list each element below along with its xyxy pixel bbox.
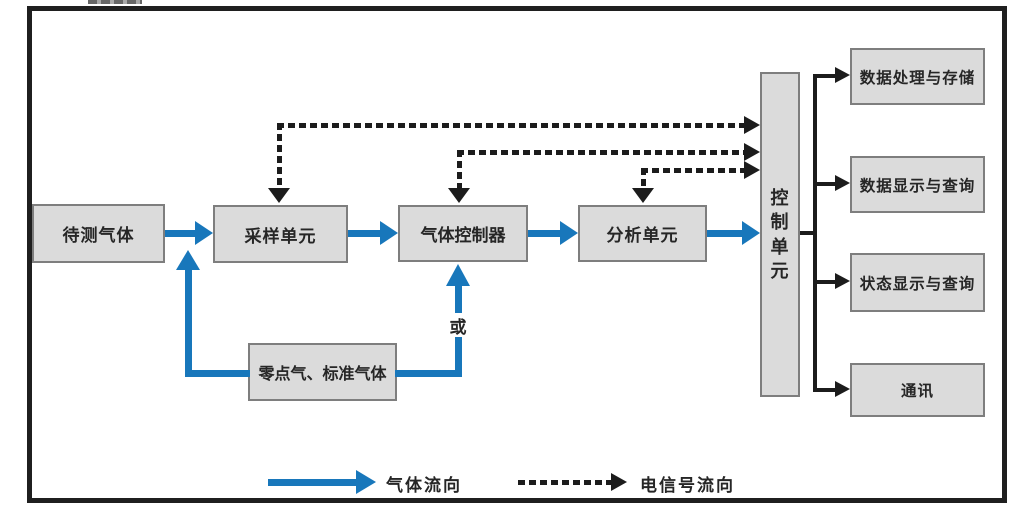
output-branch-3 <box>815 280 836 284</box>
node-gas-controller: 气体控制器 <box>398 205 528 262</box>
node-gas-source-label: 待测气体 <box>62 226 135 245</box>
zero-gas-right-line <box>395 370 462 377</box>
node-data-display: 数据显示与查询 <box>850 156 985 213</box>
node-data-storage: 数据处理与存储 <box>850 48 985 105</box>
node-gas-source: 待测气体 <box>32 204 165 263</box>
node-sampling-unit-label: 采样单元 <box>244 226 317 246</box>
signal-line-3-vertical <box>641 168 646 188</box>
zero-gas-left-riser <box>185 270 192 377</box>
cropped-caption-fragment <box>88 0 142 4</box>
signal-line-2-right-head-icon <box>744 143 760 161</box>
zero-gas-left-head-icon <box>176 250 200 270</box>
signal-line-1-right-head-icon <box>744 116 760 134</box>
node-zero-standard-gas: 零点气、标准气体 <box>248 343 397 401</box>
gas-arrow-1-head-icon <box>195 221 213 245</box>
output-branch-1 <box>815 74 836 78</box>
output-branch-4 <box>815 388 836 392</box>
node-control-unit: 控制单元 <box>760 72 800 397</box>
gas-arrow-4-shaft <box>707 230 743 237</box>
gas-arrow-2-head-icon <box>380 221 398 245</box>
node-data-display-label: 数据显示与查询 <box>859 177 976 195</box>
legend-gas-flow-label: 气体流向 <box>386 476 462 495</box>
zero-gas-right-head-icon <box>446 264 470 286</box>
legend-gas-arrow-shaft <box>268 479 357 486</box>
node-status-display: 状态显示与查询 <box>850 253 985 312</box>
control-output-trunk <box>813 74 817 392</box>
gas-arrow-3-shaft <box>528 230 561 237</box>
zero-gas-right-riser-upper <box>455 286 462 316</box>
node-control-unit-label: 控制单元 <box>770 187 790 281</box>
output-branch-3-head-icon <box>835 273 850 289</box>
node-sampling-unit: 采样单元 <box>213 205 348 263</box>
zero-gas-left-line <box>185 370 250 377</box>
signal-line-2-vertical <box>457 150 462 188</box>
signal-line-1-horizontal <box>277 123 745 128</box>
output-branch-4-head-icon <box>835 381 850 397</box>
gas-arrow-4-head-icon <box>742 221 760 245</box>
or-label-text: 或 <box>449 317 467 337</box>
control-output-stub <box>800 231 815 235</box>
node-zero-standard-gas-label: 零点气、标准气体 <box>258 366 387 383</box>
node-communication: 通讯 <box>850 363 985 417</box>
signal-line-3-horizontal <box>641 168 745 173</box>
gas-arrow-1-shaft <box>165 230 197 237</box>
output-branch-2 <box>815 182 836 186</box>
output-branch-1-head-icon <box>835 67 850 83</box>
zero-gas-right-riser-lower <box>455 337 462 377</box>
node-gas-controller-label: 气体控制器 <box>420 226 506 245</box>
gas-arrow-3-head-icon <box>560 221 578 245</box>
signal-line-2-down-head-icon <box>448 188 470 203</box>
output-branch-2-head-icon <box>835 175 850 191</box>
legend-signal-arrow-head-icon <box>611 473 627 491</box>
legend-gas-arrow-head-icon <box>356 470 376 494</box>
legend-signal-flow-label: 电信号流向 <box>640 476 735 495</box>
node-data-storage-label: 数据处理与存储 <box>859 69 976 87</box>
node-analysis-unit: 分析单元 <box>578 205 707 262</box>
legend-signal-arrow-shaft <box>518 480 612 485</box>
signal-line-1-down-head-icon <box>268 188 290 203</box>
gas-arrow-2-shaft <box>348 230 381 237</box>
node-status-display-label: 状态显示与查询 <box>859 275 976 293</box>
node-analysis-unit-label: 分析单元 <box>606 226 679 245</box>
or-label: 或 <box>445 313 471 337</box>
node-communication-label: 通讯 <box>900 383 934 400</box>
signal-line-2-horizontal <box>457 150 745 155</box>
signal-line-3-down-head-icon <box>632 188 654 203</box>
signal-line-3-right-head-icon <box>744 161 760 179</box>
signal-line-1-vertical <box>277 123 282 188</box>
diagram-frame <box>27 6 1007 503</box>
